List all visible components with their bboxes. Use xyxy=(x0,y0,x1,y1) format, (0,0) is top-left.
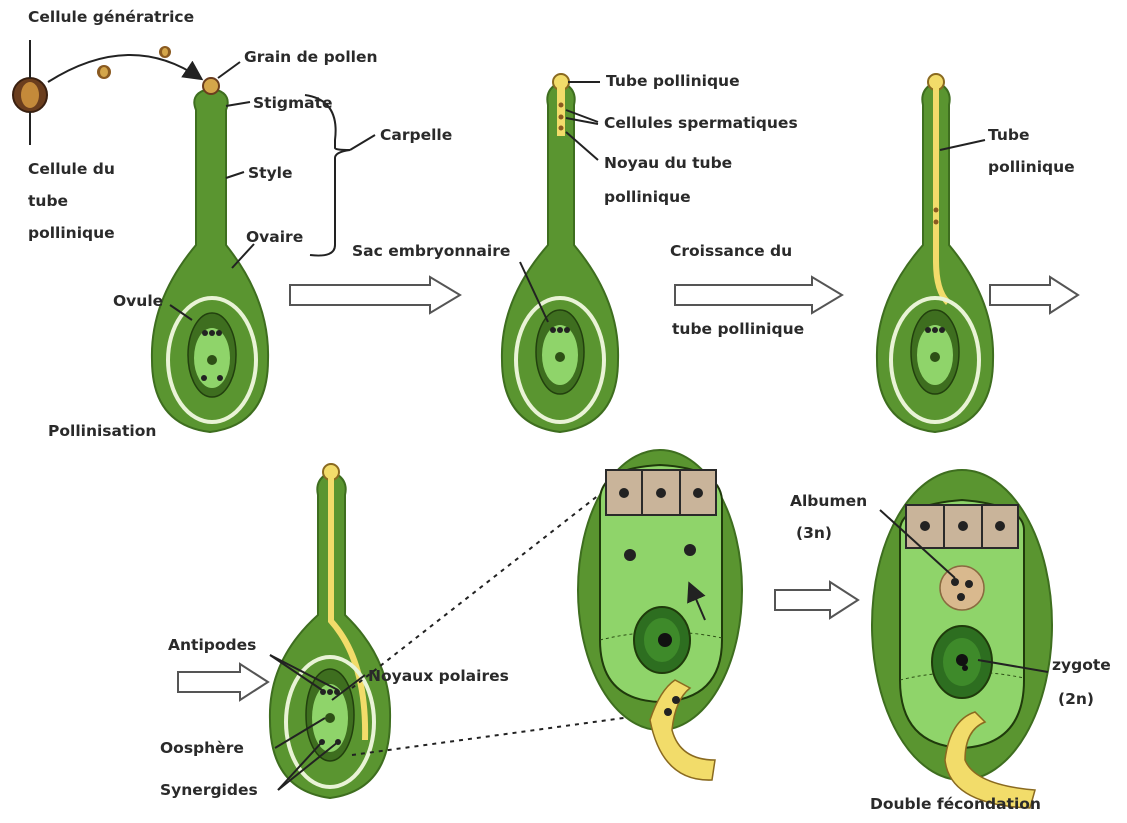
label-carpelle: Carpelle xyxy=(380,124,452,146)
label-tube-pollinique: Tube pollinique xyxy=(606,70,740,92)
pistil-stage-3 xyxy=(877,74,993,432)
label-croissance-1: Croissance du xyxy=(670,240,792,262)
label-noyau-du-tube-1: Noyau du tube xyxy=(604,152,732,174)
pistil-stage-1 xyxy=(152,78,268,432)
label-noyaux-polaires: Noyaux polaires xyxy=(368,665,509,687)
label-antipodes: Antipodes xyxy=(168,634,256,656)
label-cellule-du-tube-1: Cellule du xyxy=(28,158,115,180)
process-arrow-3 xyxy=(990,277,1078,313)
label-oosphere: Oosphère xyxy=(160,737,244,759)
label-synergides: Synergides xyxy=(160,779,258,801)
process-arrow-1 xyxy=(290,277,460,313)
label-grain-de-pollen: Grain de pollen xyxy=(244,46,378,68)
label-cellule-du-tube-3: pollinique xyxy=(28,222,115,244)
pollen-grains xyxy=(13,40,200,145)
label-double-fecondation: Double fécondation xyxy=(870,793,1041,815)
zoomed-ovule-1 xyxy=(578,450,742,780)
label-zygote-1: zygote xyxy=(1052,654,1111,676)
label-tube-1: Tube xyxy=(988,124,1030,146)
label-tube-2: pollinique xyxy=(988,156,1075,178)
label-pollinisation: Pollinisation xyxy=(48,420,156,442)
label-stigmate: Stigmate xyxy=(253,92,333,114)
label-sac-embryonnaire: Sac embryonnaire xyxy=(352,240,510,262)
label-cellules-spermatiques: Cellules spermatiques xyxy=(604,112,798,134)
zoomed-ovule-2 xyxy=(872,470,1052,808)
label-ovaire: Ovaire xyxy=(246,226,303,248)
label-noyau-du-tube-2: pollinique xyxy=(604,186,691,208)
label-ovule: Ovule xyxy=(113,290,163,312)
pistil-stage-2 xyxy=(502,74,618,432)
label-albumen-2: (3n) xyxy=(796,522,832,544)
ovule-stage-1 xyxy=(188,313,236,397)
label-albumen-1: Albumen xyxy=(790,490,867,512)
label-style: Style xyxy=(248,162,293,184)
process-arrow-2 xyxy=(675,277,842,313)
process-arrow-4 xyxy=(178,664,268,700)
label-cellule-du-tube-2: tube xyxy=(28,190,68,212)
label-croissance-2: tube pollinique xyxy=(672,318,804,340)
process-arrow-5 xyxy=(775,582,858,618)
label-zygote-2: (2n) xyxy=(1058,688,1094,710)
label-cellule-generatrice: Cellule génératrice xyxy=(28,6,194,28)
